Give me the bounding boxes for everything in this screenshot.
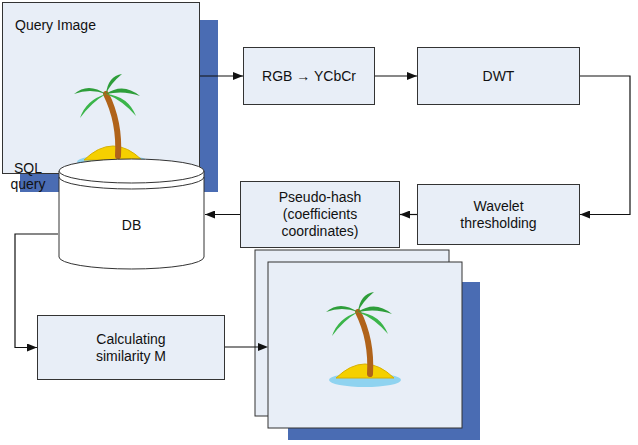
node-text: Wavelet thresholding [444,198,554,232]
flow-arrow [400,214,417,215]
image-sheet [2,2,200,174]
flow-arrow [205,214,240,215]
palm-picture [326,292,401,387]
arrow-head [258,343,268,351]
cylinder-ring [59,177,204,189]
cylinder-top [59,159,204,183]
palm-picture [74,74,149,169]
process-box: DWT [417,47,580,105]
process-box: Calculating similarity M [37,315,225,380]
cylinder-outline [58,158,205,270]
process-box: Wavelet thresholding [417,184,580,245]
database-cylinder: DB [58,158,205,270]
result-arrow [225,346,258,347]
cylinder-body [59,171,204,269]
node-text: Query Image [15,17,96,34]
node-text: Calculating similarity M [76,331,186,365]
flow-arrow [375,75,417,76]
image-box: Query Image [2,2,200,174]
flow-arrow [580,76,630,215]
note-label: SQL query [2,160,54,192]
node-text: Pseudo-hash (coefficients coordinates) [250,189,390,240]
image-sheet [268,262,462,428]
node-text: RGB → YCbCr [262,68,356,85]
node-text: DWT [483,68,515,85]
process-box: RGB → YCbCr [243,47,375,105]
node-text: DB [122,217,141,234]
process-box: Pseudo-hash (coefficients coordinates) [240,181,400,248]
flow-arrow [200,75,243,76]
